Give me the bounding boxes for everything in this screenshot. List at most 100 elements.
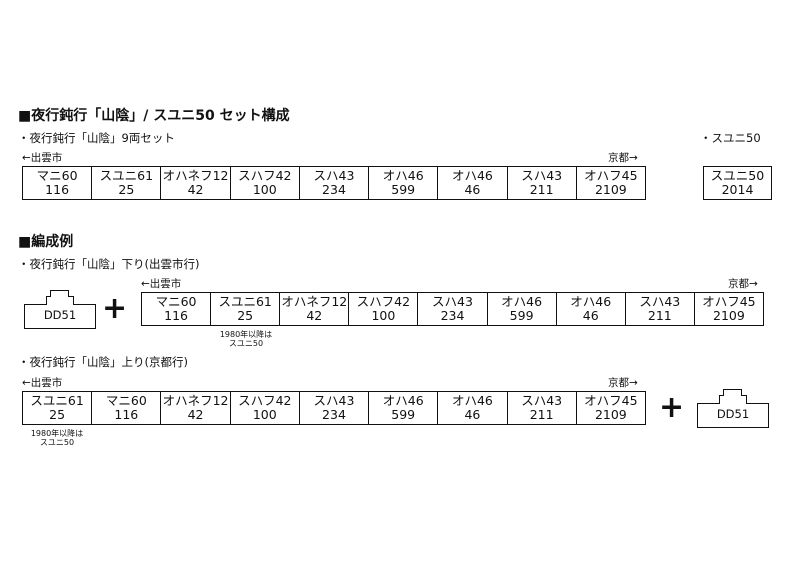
up-label: ・夜行鈍行「山陰」上り(京都行)	[18, 355, 188, 369]
locomotive-icon	[697, 389, 769, 428]
down-label: ・夜行鈍行「山陰」下り(出雲市行)	[18, 257, 200, 271]
locomotive-label: DD51	[43, 308, 77, 322]
car-name: オハフ45	[584, 168, 638, 183]
down-direction-right: 京都→	[728, 278, 758, 290]
car-number: 234	[440, 308, 465, 323]
car-number: 2014	[721, 182, 754, 197]
car-name: スユニ50	[710, 168, 765, 183]
set-direction-left: ←出雲市	[22, 152, 63, 164]
car-name: スハ43	[521, 393, 563, 408]
single-label: ・スユニ50	[700, 131, 761, 145]
car-number: 46	[464, 182, 481, 197]
note-line: スユニ50	[39, 438, 75, 447]
locomotive-icon	[24, 290, 96, 329]
note-line: 1980年以降は	[30, 429, 84, 438]
car-name: オハ46	[382, 168, 424, 183]
car-number: 100	[371, 308, 396, 323]
example-heading: ■編成例	[18, 234, 74, 250]
car-number: 2109	[594, 407, 627, 422]
car-number: 46	[582, 308, 599, 323]
car-name: オハネフ12	[162, 393, 229, 408]
car-name: スユニ61	[218, 294, 272, 309]
car-number: 599	[391, 182, 416, 197]
car-number: 211	[529, 407, 554, 422]
up-locomotive: DD51	[697, 389, 769, 428]
car-number: 46	[464, 407, 481, 422]
car-number: 116	[114, 407, 139, 422]
car-name: スハ43	[313, 168, 355, 183]
car-number: 42	[187, 182, 204, 197]
car-name: スハ43	[639, 294, 681, 309]
car-number: 599	[391, 407, 416, 422]
car-name: スハフ42	[238, 168, 292, 183]
car-number: 116	[45, 182, 70, 197]
car-name: オハ46	[451, 393, 493, 408]
car-name: オハ46	[501, 294, 543, 309]
car-number: 100	[252, 182, 277, 197]
car-number: 116	[164, 308, 188, 323]
car-number: 234	[322, 407, 346, 422]
car-name: スハ43	[521, 168, 563, 183]
note-line: 1980年以降は	[219, 330, 273, 339]
car-number: 599	[509, 308, 534, 323]
set-label: ・夜行鈍行「山陰」9両セット	[18, 131, 175, 145]
set-direction-right: 京都→	[608, 152, 638, 164]
car-number: 100	[252, 407, 277, 422]
car-name: スユニ61	[30, 393, 84, 408]
car-number: 42	[187, 407, 204, 422]
car-number: 2109	[594, 182, 627, 197]
car-number: 234	[322, 182, 346, 197]
plus-icon: +	[659, 390, 685, 425]
page-title: ■夜行鈍行「山陰」/ スユニ50 セット構成	[18, 108, 290, 124]
car-name: オハ46	[570, 294, 612, 309]
note-line: スユニ50	[228, 339, 264, 348]
car-name: スハフ42	[238, 393, 292, 408]
car-name: マニ60	[155, 294, 197, 309]
down-direction-left: ←出雲市	[141, 278, 182, 290]
car-name: スハフ42	[356, 294, 411, 309]
car-name: オハフ45	[702, 294, 756, 309]
car-name: オハフ45	[584, 393, 638, 408]
car-name: マニ60	[105, 393, 147, 408]
down-locomotive: DD51	[24, 290, 96, 329]
car-name: オハネフ12	[281, 294, 348, 309]
locomotive-label: DD51	[716, 407, 750, 421]
car-name: オハ46	[382, 393, 424, 408]
car-number: 25	[49, 407, 66, 422]
car-number: 2109	[713, 308, 745, 323]
car-name: スハ43	[313, 393, 355, 408]
car-name: マニ60	[36, 168, 78, 183]
car-number: 25	[118, 182, 135, 197]
single-car: スユニ50 2014	[703, 166, 772, 200]
down-substitution-note: 1980年以降は スユニ50	[211, 330, 281, 348]
up-substitution-note: 1980年以降は スユニ50	[22, 429, 92, 447]
car-number: 42	[306, 308, 323, 323]
